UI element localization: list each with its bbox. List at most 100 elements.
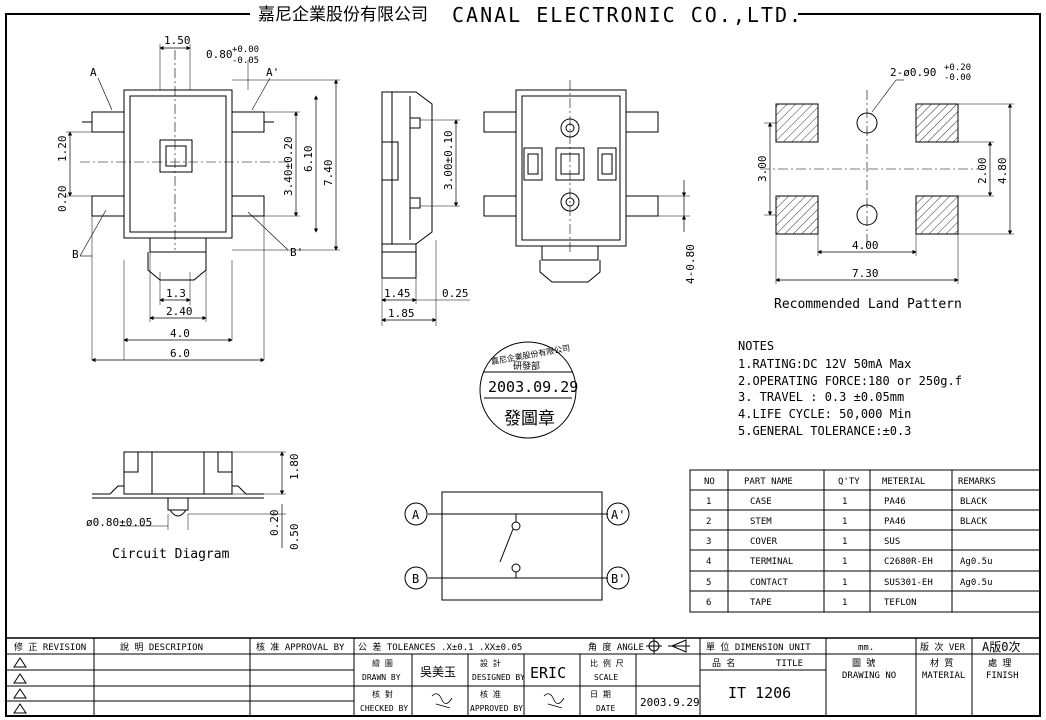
stamp-department: 研發部 <box>513 360 540 372</box>
parts-header-name: PART NAME <box>744 477 793 487</box>
section-label-a-prime: A' <box>266 66 279 79</box>
table-cell: 1 <box>842 598 847 608</box>
dim-2-phi-lower-tol: -0.00 <box>944 73 971 83</box>
dim-1-80: 1.80 <box>288 454 301 481</box>
note-line: 5.GENERAL TOLERANCE:±0.3 <box>738 424 911 438</box>
tb-date-cn: 日 期 <box>590 690 611 699</box>
table-cell: 1 <box>706 497 711 507</box>
signature-approved <box>543 693 565 709</box>
note-line: 2.OPERATING FORCE:180 or 250g.f <box>738 374 962 388</box>
table-cell: 4 <box>706 557 711 567</box>
dim-3-40: 3.40±0.20 <box>282 136 295 196</box>
tb-finish-cn: 處 理 <box>988 657 1011 669</box>
dim-4-80: 4.80 <box>996 158 1009 185</box>
dim-4-0: 4.0 <box>170 327 190 340</box>
title-block <box>6 637 1040 716</box>
dim-2-00: 2.00 <box>976 158 989 185</box>
top-view <box>66 44 340 363</box>
tb-description-label: 說 明 DESCRIPION <box>120 641 203 653</box>
dim-1-50: 1.50 <box>164 34 191 47</box>
dim-0-20-profile: 0.20 <box>268 510 281 537</box>
table-cell: 1 <box>842 497 847 507</box>
tb-drawn-name: 吳美玉 <box>420 665 456 679</box>
table-cell: BLACK <box>960 497 988 507</box>
table-cell: COVER <box>750 537 778 547</box>
circuit-node-b: B <box>412 572 419 586</box>
dim-0-80-lower-tol: -0.05 <box>232 56 259 66</box>
tb-finish-en: FINISH <box>986 671 1019 681</box>
tb-unit-value: mm. <box>858 643 874 653</box>
dim-4-0-80: 4-0.80 <box>684 244 697 284</box>
table-cell: BLACK <box>960 517 988 527</box>
circuit-diagram-caption: Circuit Diagram <box>112 547 230 562</box>
table-cell: 1 <box>842 517 847 527</box>
table-cell: 1 <box>842 537 847 547</box>
tb-approved-en: APPROVED BY <box>470 704 523 713</box>
dim-0-50: 0.50 <box>288 524 301 551</box>
revision-markers <box>13 657 27 714</box>
circuit-node-a: A <box>412 508 420 522</box>
note-line: 3. TRAVEL : 0.3 ±0.05mm <box>738 390 904 404</box>
dim-phi-0-80: ø0.80±0.05 <box>86 516 152 529</box>
tb-material-cn: 材 質 <box>930 657 953 669</box>
company-name-en: CANAL ELECTRONIC CO.,LTD. <box>452 3 803 27</box>
table-cell: TAPE <box>750 598 772 608</box>
tb-drawn-en: DRAWN BY <box>362 673 401 682</box>
table-cell: Ag0.5u <box>960 578 993 588</box>
parts-header-qty: Q'TY <box>838 477 860 487</box>
tb-date-en: DATE <box>596 704 615 713</box>
tb-title-cn: 品 名 <box>712 657 735 669</box>
parts-table <box>689 469 1041 613</box>
table-cell: PA46 <box>884 517 906 527</box>
table-cell: 5 <box>706 578 711 588</box>
tb-approved-cn: 核 准 <box>480 689 501 699</box>
dim-1-85: 1.85 <box>388 307 415 320</box>
tb-drawn-cn: 繪 圖 <box>372 658 393 668</box>
parts-header-no: NO <box>704 477 715 487</box>
table-cell: SUS301-EH <box>884 578 933 588</box>
approval-stamp <box>479 341 577 439</box>
table-cell: TERMINAL <box>750 557 793 567</box>
table-cell: Ag0.5u <box>960 557 993 567</box>
tb-title-en: TITLE <box>776 659 803 669</box>
circuit-node-a-prime: A' <box>611 508 625 522</box>
tb-angle: 角 度 ANGLE <box>588 641 644 653</box>
side-view <box>381 91 470 326</box>
section-label-b-prime: B' <box>290 246 303 259</box>
bottom-view <box>483 80 690 283</box>
land-pattern <box>760 79 1014 284</box>
tb-drawing-no-cn: 圖 號 <box>852 657 875 669</box>
table-cell: 1 <box>842 578 847 588</box>
dim-3-00-side: 3.00±0.10 <box>442 130 455 190</box>
table-cell: CONTACT <box>750 578 789 588</box>
tb-designed-cn: 設 計 <box>480 658 501 668</box>
tb-version-value: A版0次 <box>982 640 1020 654</box>
tb-designed-en: DESIGNED BY <box>472 673 525 682</box>
parts-header-remarks: REMARKS <box>958 477 996 487</box>
stamp-date: 2003.09.29 <box>488 378 578 396</box>
dim-1-3: 1.3 <box>166 287 186 300</box>
table-cell: PA46 <box>884 497 906 507</box>
tb-scale-en: SCALE <box>594 673 618 682</box>
note-line: 1.RATING:DC 12V 50mA Max <box>738 357 911 371</box>
table-cell: C2680R-EH <box>884 557 933 567</box>
circuit-schematic <box>404 491 630 601</box>
dim-1-45: 1.45 <box>384 287 411 300</box>
dim-2-40: 2.40 <box>166 305 193 318</box>
front-profile-view <box>92 451 286 548</box>
stamp-seal: 發圖章 <box>504 409 555 429</box>
tb-version-label: 版 次 VER <box>920 641 966 653</box>
tb-material-en: MATERIAL <box>922 671 965 681</box>
table-cell: SUS <box>884 537 900 547</box>
dim-2-phi-upper-tol: +0.20 <box>944 63 971 73</box>
tb-drawing-no-en: DRAWING NO <box>842 671 896 681</box>
tb-checked-cn: 核 對 <box>372 689 393 699</box>
dim-0-80-upper-tol: +0.00 <box>232 45 259 55</box>
dim-7-40: 7.40 <box>322 160 335 187</box>
tb-date-value: 2003.9.29 <box>640 696 700 709</box>
dim-3-00-land: 3.00 <box>756 156 769 183</box>
dim-0-80: 0.80 <box>206 48 233 61</box>
table-cell: TEFLON <box>884 598 917 608</box>
table-cell: 2 <box>706 517 711 527</box>
